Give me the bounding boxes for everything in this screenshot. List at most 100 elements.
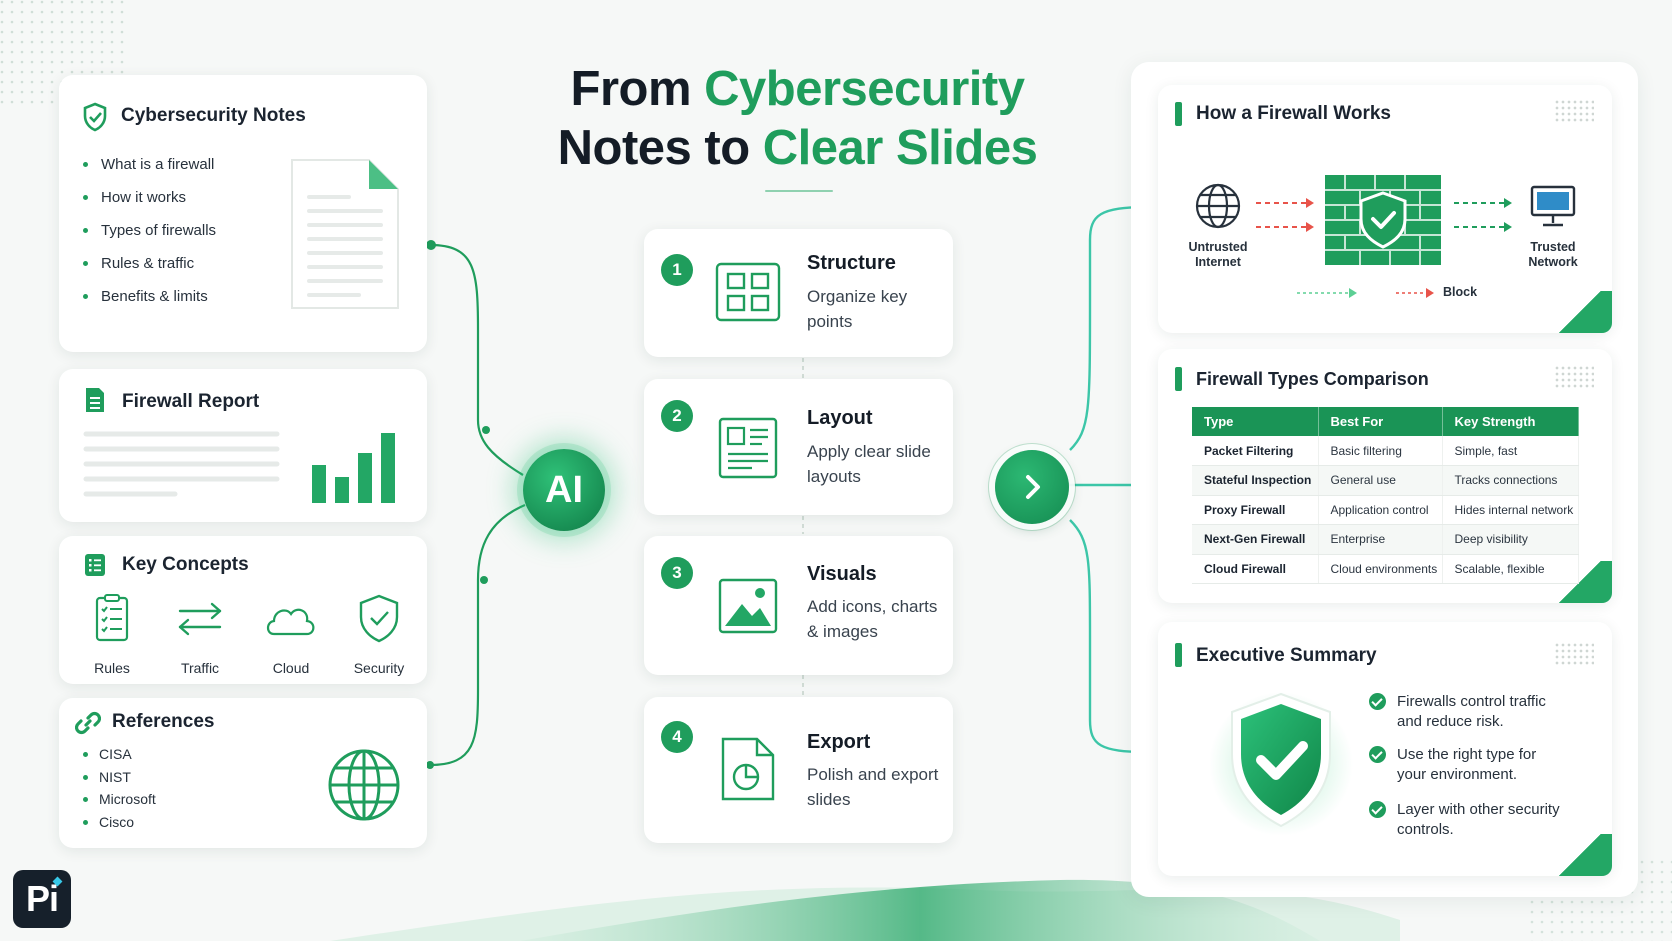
table-cell: Hides internal network xyxy=(1442,495,1579,525)
table-cell: Enterprise xyxy=(1318,524,1443,555)
slide-accent-bar xyxy=(1175,102,1182,126)
step-card-layout[interactable]: 2 Layout Apply clear slide layouts xyxy=(644,379,953,515)
step-card-visuals[interactable]: 3 Visuals Add icons, charts & images xyxy=(644,536,953,675)
concept-cloud[interactable]: Cloud xyxy=(251,594,331,676)
key-concepts-card[interactable]: Key Concepts Rules Traffic Cloud xyxy=(59,536,427,684)
shield-check-icon xyxy=(359,594,399,643)
table-row: Packet Filtering Basic filtering Simple,… xyxy=(1192,436,1579,466)
table-cell: Simple, fast xyxy=(1442,436,1579,466)
slide-corner-accent xyxy=(1548,834,1612,876)
label-line: Trusted xyxy=(1530,240,1576,254)
point-line: your environment. xyxy=(1397,766,1518,783)
summary-point: Use the right type for your environment. xyxy=(1397,745,1587,785)
step-title: Layout xyxy=(807,407,873,429)
step-title: Visuals xyxy=(807,563,877,585)
summary-point: Firewalls control traffic and reduce ris… xyxy=(1397,692,1587,732)
step-desc: Apply clear slide layouts xyxy=(807,442,931,486)
list-item: Types of firewalls xyxy=(81,220,216,253)
table-cell: Packet Filtering xyxy=(1192,436,1319,466)
notes-card-title: Cybersecurity Notes xyxy=(121,105,306,126)
firewall-slide-title: How a Firewall Works xyxy=(1196,103,1391,124)
label-line: Network xyxy=(1528,255,1578,269)
point-line: Use the right type for xyxy=(1397,746,1537,763)
document-icon xyxy=(291,159,399,309)
column-header: Type xyxy=(1192,407,1319,436)
list-item: What is a firewall xyxy=(81,154,216,187)
step-number: 4 xyxy=(661,721,693,753)
column-header: Best For xyxy=(1318,407,1443,436)
table-row: Stateful Inspection General use Tracks c… xyxy=(1192,465,1579,496)
title-part2: Notes to xyxy=(557,121,763,175)
concept-traffic[interactable]: Traffic xyxy=(160,594,240,676)
table-cell: Next-Gen Firewall xyxy=(1192,524,1319,555)
list-item: NIST xyxy=(81,768,156,791)
firewall-report-card[interactable]: Firewall Report xyxy=(59,369,427,522)
export-file-icon xyxy=(721,737,775,801)
concept-label: Cloud xyxy=(272,660,310,676)
summary-point: Layer with other security controls. xyxy=(1397,800,1587,840)
concepts-card-title: Key Concepts xyxy=(122,554,249,575)
app-logo[interactable]: Pi xyxy=(13,870,71,928)
trusted-network-label: Trusted Network xyxy=(1513,240,1593,270)
next-arrow-button[interactable] xyxy=(995,450,1069,524)
summary-slide-title: Executive Summary xyxy=(1196,645,1377,666)
table-cell: Stateful Inspection xyxy=(1192,465,1319,496)
table-cell: Cloud environments xyxy=(1318,554,1443,584)
point-line: Layer with other security xyxy=(1397,801,1560,818)
sheet-icon xyxy=(86,388,104,412)
list-item: Microsoft xyxy=(81,790,156,813)
bar-chart-icon xyxy=(312,433,395,503)
dot-grid-decoration xyxy=(1554,99,1594,123)
ai-hub[interactable]: AI xyxy=(523,449,605,531)
list-item: Cisco xyxy=(81,813,156,836)
large-shield-check-icon xyxy=(1209,692,1353,836)
step-desc: Add icons, charts & images xyxy=(807,597,938,641)
step-card-export[interactable]: 4 Export Polish and export slides xyxy=(644,697,953,843)
list-item: Rules & traffic xyxy=(81,253,216,286)
point-line: Firewalls control traffic xyxy=(1397,693,1546,710)
list-item: CISA xyxy=(81,745,156,768)
column-header: Key Strength xyxy=(1442,407,1579,436)
step-card-structure[interactable]: 1 Structure Organize key points xyxy=(644,229,953,357)
link-icon xyxy=(75,711,101,735)
references-card-title: References xyxy=(112,711,215,732)
slide-corner-accent xyxy=(1548,291,1612,333)
list-icon xyxy=(85,554,105,576)
step-desc: Organize key points xyxy=(807,287,908,331)
summary-slide[interactable]: Executive Summary xyxy=(1158,622,1612,876)
step-number: 3 xyxy=(661,557,693,589)
notes-list: What is a firewall How it works Types of… xyxy=(81,154,216,319)
references-list: CISA NIST Microsoft Cisco xyxy=(81,745,156,835)
concept-label: Security xyxy=(353,660,405,676)
step-number: 1 xyxy=(661,254,693,286)
table-cell: Tracks connections xyxy=(1442,465,1579,496)
chevron-right-icon xyxy=(1026,475,1040,499)
title-part1: From xyxy=(570,62,705,116)
cybersecurity-notes-card[interactable]: Cybersecurity Notes What is a firewall H… xyxy=(59,75,427,352)
table-row: Next-Gen Firewall Enterprise Deep visibi… xyxy=(1192,524,1579,555)
label-line: Internet xyxy=(1195,255,1241,269)
table-cell: General use xyxy=(1318,465,1443,496)
title-highlight2: Clear Slides xyxy=(762,121,1038,175)
title-divider xyxy=(765,190,833,192)
slide-accent-bar xyxy=(1175,643,1182,667)
table-row: Cloud Firewall Cloud environments Scalab… xyxy=(1192,554,1579,584)
list-item: Benefits & limits xyxy=(81,286,216,319)
grid-layout-icon xyxy=(715,262,781,322)
list-item: How it works xyxy=(81,187,216,220)
traffic-arrows-right xyxy=(1454,198,1512,232)
concept-security[interactable]: Security xyxy=(339,594,419,676)
table-header-row: Type Best For Key Strength xyxy=(1192,407,1579,436)
firewall-slide[interactable]: How a Firewall Works Untrusted Internet xyxy=(1158,85,1612,333)
logo-text: Pi xyxy=(25,878,59,919)
point-line: and reduce risk. xyxy=(1397,713,1504,730)
table-cell: Cloud Firewall xyxy=(1192,554,1319,584)
references-card[interactable]: References CISA NIST Microsoft Cisco xyxy=(59,698,427,848)
label-line: Untrusted xyxy=(1188,240,1248,254)
check-circle-icon xyxy=(1369,746,1386,763)
title-highlight1: Cybersecurity xyxy=(704,62,1025,116)
comparison-slide-title: Firewall Types Comparison xyxy=(1196,369,1429,389)
table-cell: Application control xyxy=(1318,495,1443,525)
block-legend-label: Block xyxy=(1443,285,1478,299)
concept-rules[interactable]: Rules xyxy=(72,594,152,676)
